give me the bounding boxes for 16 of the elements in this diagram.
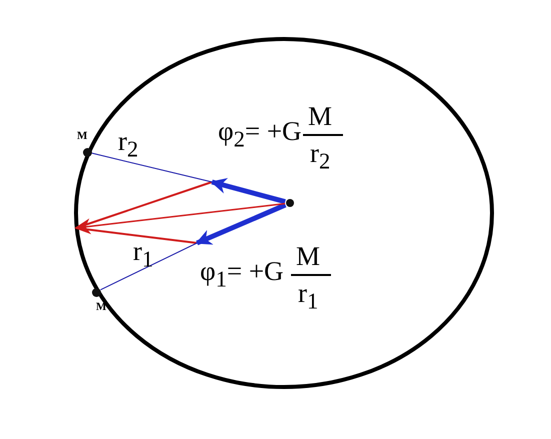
distance-line	[91, 152, 212, 182]
distance-line	[100, 242, 198, 290]
formula-text: φ$_{2}$= +G	[218, 118, 302, 151]
formula-text: φ$_{1}$= +G	[200, 258, 284, 291]
edge-label: r$_{1}$	[133, 238, 154, 271]
formula-text: r$_{2}$	[310, 140, 330, 173]
edge-label: r$_{2}$	[118, 128, 138, 161]
formula-text: r$_{1}$	[298, 280, 318, 313]
vector-arrow	[196, 202, 286, 246]
mass-label: M	[77, 131, 88, 142]
vector-arrow	[210, 178, 286, 204]
vector-arrow	[74, 202, 286, 234]
formula-text: M	[296, 243, 320, 270]
point-dot	[286, 199, 294, 207]
mass-label: M	[96, 302, 106, 313]
formula-text: M	[308, 103, 332, 130]
